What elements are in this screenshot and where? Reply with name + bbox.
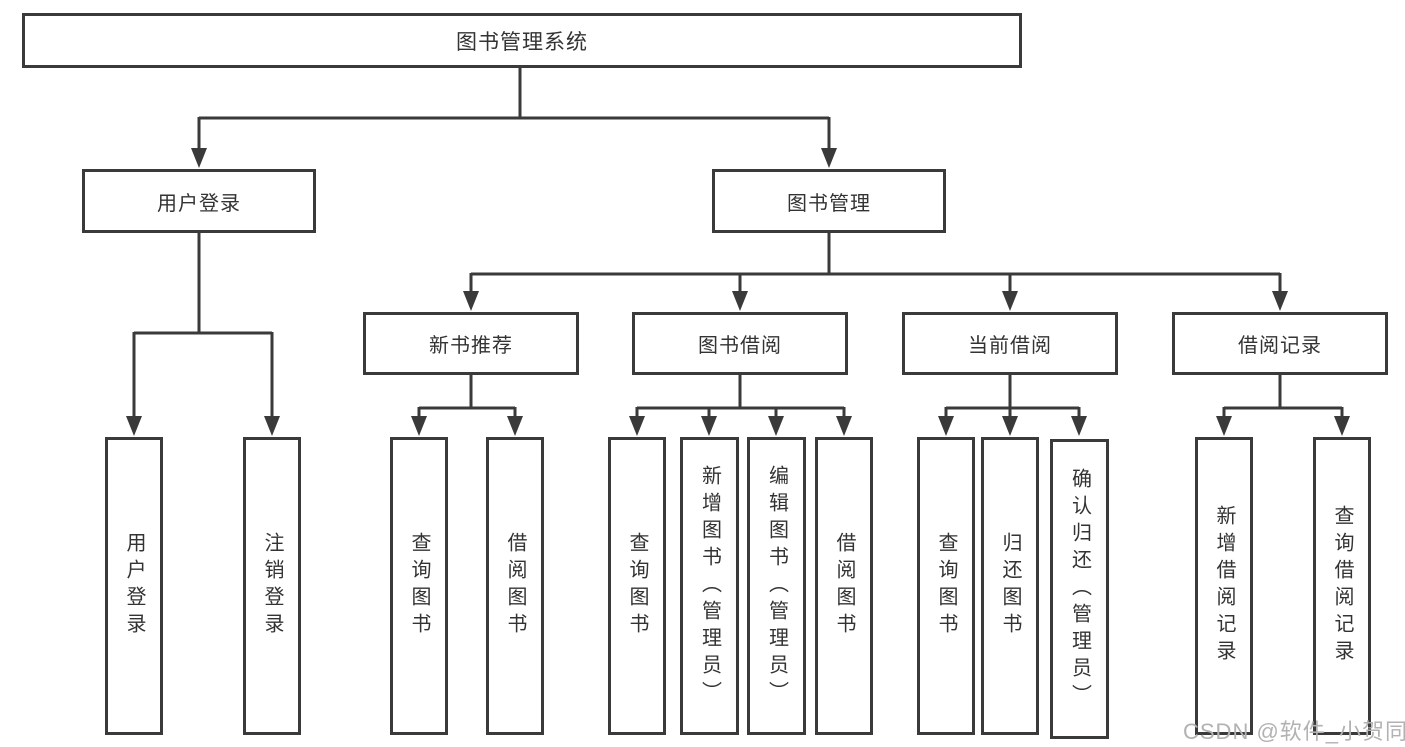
leaf-label: 新增图书（管理员） <box>698 464 721 708</box>
node-new-book-recommend: 新书推荐 <box>363 312 579 375</box>
leaf-label: 用户登录 <box>123 532 145 640</box>
leaf-confirm-return-admin: 确认归还（管理员） <box>1050 439 1109 739</box>
leaf-label: 确认归还（管理员） <box>1068 467 1091 711</box>
leaf-label: 查询借阅记录 <box>1331 505 1353 667</box>
leaf-query-books: 查询图书 <box>390 437 448 735</box>
leaf-label: 查询图书 <box>408 532 430 640</box>
leaf-label: 借阅图书 <box>833 532 855 640</box>
leaf-label: 借阅图书 <box>504 532 526 640</box>
leaf-label: 归还图书 <box>999 532 1021 640</box>
csdn-watermark: CSDN @软件_小贺同学 <box>1183 719 1405 744</box>
leaf-label: 查询图书 <box>935 532 957 640</box>
leaf-add-books-admin: 新增图书（管理员） <box>680 437 739 735</box>
leaf-user-login: 用户登录 <box>105 437 163 735</box>
leaf-label: 编辑图书（管理员） <box>765 464 788 708</box>
leaf-label: 查询图书 <box>626 532 648 640</box>
leaf-query-borrow-record: 查询借阅记录 <box>1313 437 1371 735</box>
node-book-borrow: 图书借阅 <box>632 312 848 375</box>
leaf-add-borrow-record: 新增借阅记录 <box>1195 437 1253 735</box>
leaf-return-books: 归还图书 <box>981 437 1039 735</box>
leaf-borrow-books: 借阅图书 <box>486 437 544 735</box>
leaf-edit-books-admin: 编辑图书（管理员） <box>747 437 806 735</box>
node-user-login: 用户登录 <box>82 169 316 233</box>
node-current-borrow: 当前借阅 <box>902 312 1118 375</box>
leaf-logout: 注销登录 <box>243 437 301 735</box>
leaf-query-books: 查询图书 <box>608 437 666 735</box>
leaf-label: 注销登录 <box>261 532 283 640</box>
node-root-system: 图书管理系统 <box>22 13 1022 68</box>
node-borrow-record: 借阅记录 <box>1172 312 1388 375</box>
leaf-label: 新增借阅记录 <box>1213 505 1235 667</box>
node-book-management: 图书管理 <box>712 169 946 233</box>
leaf-borrow-books: 借阅图书 <box>815 437 873 735</box>
leaf-query-books: 查询图书 <box>917 437 975 735</box>
